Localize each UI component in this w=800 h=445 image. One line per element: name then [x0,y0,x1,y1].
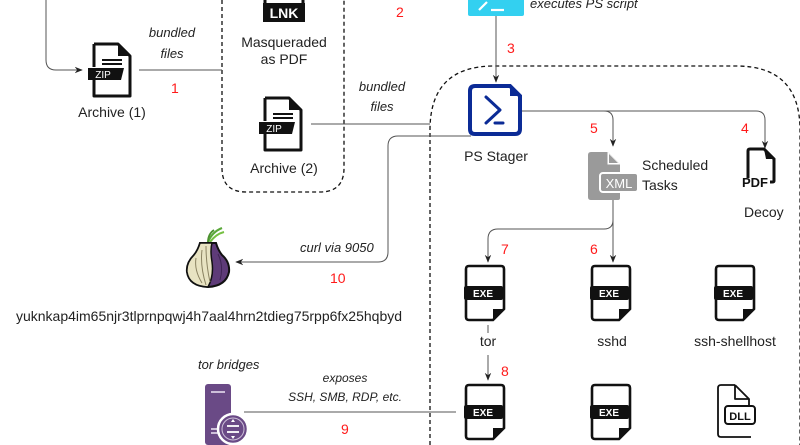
exe-file-icon-tor: EXE [464,264,506,322]
exe-file-icon-bottom-1: EXE [464,383,506,441]
dll-file-icon: DLL [717,384,756,438]
zip-badge-text: ZIP [95,70,111,81]
powershell-icon [468,84,522,136]
step-2: 2 [396,4,404,20]
bundle-container-small [221,0,345,193]
exe-file-icon-sshd: EXE [590,264,632,322]
sshd-label: sshd [597,333,627,349]
edge-curl-to-onion [235,135,471,266]
step-7: 7 [501,241,509,257]
edge-tasks-to-tor [484,219,614,263]
exe-badge-text: EXE [723,289,743,300]
curl-via-9050-label: curl via 9050 [300,240,374,255]
exposes-label-line2: SSH, SMB, RDP, etc. [288,390,402,404]
scheduled-tasks-label-line1: Scheduled [642,157,709,173]
step-3: 3 [507,40,515,56]
edge-to-archive1 [45,0,83,74]
bundled-files-2-line1: bundled [358,79,406,94]
tor-onion-icon [185,226,231,289]
exe-file-icon-ssh-shellhost: EXE [714,264,756,322]
lnk-label-line1: Masqueraded [241,34,327,50]
lnk-badge-text: LNK [270,5,299,21]
archive1-label: Archive (1) [78,104,146,120]
dll-badge-text: DLL [729,411,751,423]
archive2-label: Archive (2) [250,160,318,176]
terminal-icon [468,0,524,16]
exe-file-icon-bottom-2: EXE [590,383,632,441]
zip-file-icon-archive2: ZIP [259,96,303,152]
xml-file-icon: XML [588,152,639,200]
server-icon [205,384,250,445]
zip-badge-text: ZIP [266,124,282,135]
step-4: 4 [741,120,749,136]
onion-address-label: yuknkap4im65njr3tlprnpqwj4h7aal4hrn2tdie… [15,308,403,324]
exe-badge-text: EXE [473,289,493,300]
tor-exe-label: tor [479,333,497,349]
pdf-badge-text: PDF [742,175,768,190]
lnk-file-icon: LNK [263,0,305,22]
ssh-shellhost-label: ssh-shellhost [694,333,776,349]
exposes-label-line1: exposes [322,371,368,385]
pdf-file-icon: PDF [742,147,776,190]
step-8: 8 [501,363,509,379]
xml-badge-text: XML [606,176,633,191]
step-9: 9 [341,421,349,437]
exe-badge-text: EXE [473,408,493,419]
bundle-container-large [429,65,800,445]
bundled-files-1-line1: bundled [148,25,196,40]
decoy-label: Decoy [744,204,784,220]
ps-stager-label: PS Stager [464,148,528,164]
step-6: 6 [590,241,598,257]
tor-bridges-label: tor bridges [198,357,260,372]
exe-badge-text: EXE [599,289,619,300]
edge-stager-to-decoy [604,110,769,149]
scheduled-tasks-label-line2: Tasks [642,177,678,193]
step-10: 10 [330,270,346,286]
bundled-files-2-line2: files [370,99,394,114]
step-5: 5 [590,120,598,136]
zip-file-icon-archive1: ZIP [88,42,132,98]
lnk-label-line2: as PDF [260,51,308,67]
step-1: 1 [171,80,179,96]
executes-ps-script-caption: executes PS script [530,0,638,11]
edge-stager-to-tasks [522,110,617,147]
bundled-files-1-line2: files [160,46,184,61]
exe-badge-text: EXE [599,408,619,419]
